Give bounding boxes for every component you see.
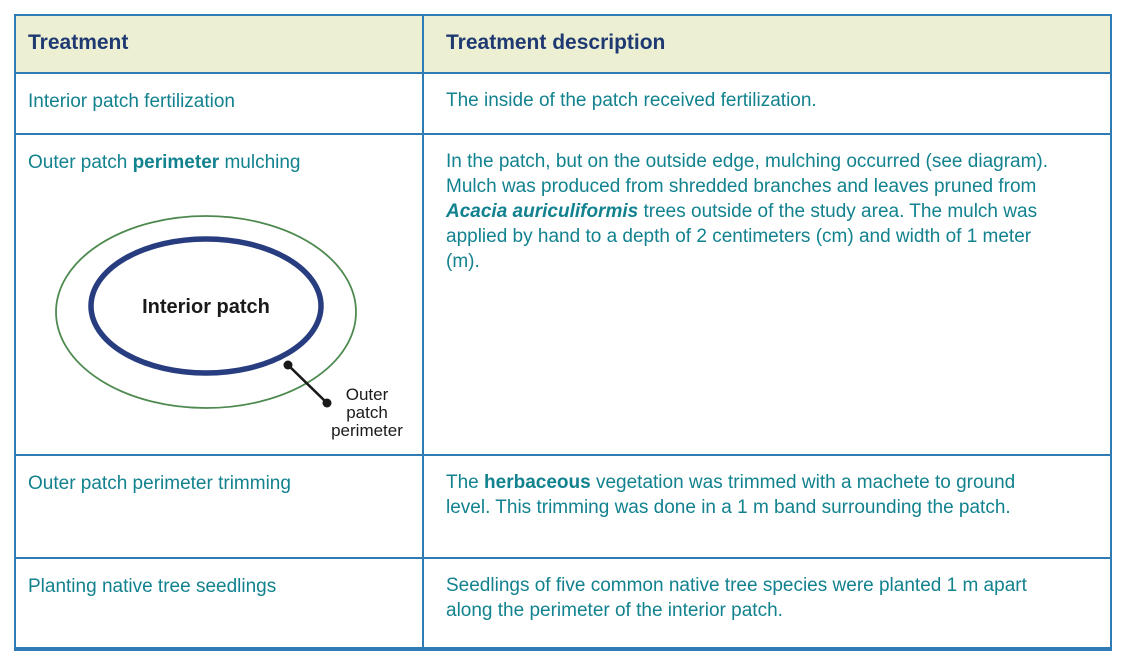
patch-diagram: Interior patch Outer patch perimeter [55, 215, 403, 440]
description-cell: In the patch, but on the outside edge, m… [422, 133, 1112, 456]
table-row-mulching: Outer patch perimeter mulching Interior … [14, 133, 1112, 456]
callout-label-line1: Outer [346, 385, 389, 404]
interior-patch-label: Interior patch [142, 296, 270, 318]
description-text: The inside of the patch received fertili… [446, 90, 817, 111]
header-treatment-label: Treatment [28, 31, 129, 54]
table-row-planting: Planting native tree seedlings Seedlings… [14, 557, 1112, 651]
header-cell-treatment: Treatment [14, 14, 424, 74]
description-text: The herbaceous vegetation was trimmed wi… [446, 472, 1016, 519]
header-row: Treatment Treatment description [14, 14, 1112, 74]
treatment-label: Planting native tree seedlings [28, 576, 277, 597]
description-cell: The inside of the patch received fertili… [422, 72, 1112, 135]
interior-patch-ellipse [88, 236, 324, 376]
table-row-fertilization: Interior patch fertilization The inside … [14, 72, 1112, 135]
treatment-label: Interior patch fertilization [28, 91, 235, 112]
callout-label-line2: patch [346, 403, 388, 422]
header-description-label: Treatment description [446, 31, 666, 54]
description-cell: The herbaceous vegetation was trimmed wi… [422, 454, 1112, 559]
treatment-cell: Outer patch perimeter mulching Interior … [14, 133, 424, 456]
header-cell-description: Treatment description [422, 14, 1112, 74]
description-text: Seedlings of five common native tree spe… [446, 575, 1027, 622]
callout-dot-start [283, 360, 293, 370]
treatment-cell: Planting native tree seedlings [14, 557, 424, 651]
treatment-label: Outer patch perimeter trimming [28, 473, 291, 494]
treatment-cell: Outer patch perimeter trimming [14, 454, 424, 559]
description-text: In the patch, but on the outside edge, m… [446, 151, 1049, 273]
table-row-trimming: Outer patch perimeter trimming The herba… [14, 454, 1112, 559]
treatment-label: Outer patch perimeter mulching [28, 152, 301, 173]
callout-line [287, 364, 328, 405]
callout-label-line3: perimeter [331, 421, 403, 440]
treatment-cell: Interior patch fertilization [14, 72, 424, 135]
description-cell: Seedlings of five common native tree spe… [422, 557, 1112, 651]
treatment-table: Treatment Treatment description Interior… [14, 14, 1112, 651]
outer-patch-ellipse [55, 215, 357, 409]
callout-dot-end [322, 398, 332, 408]
